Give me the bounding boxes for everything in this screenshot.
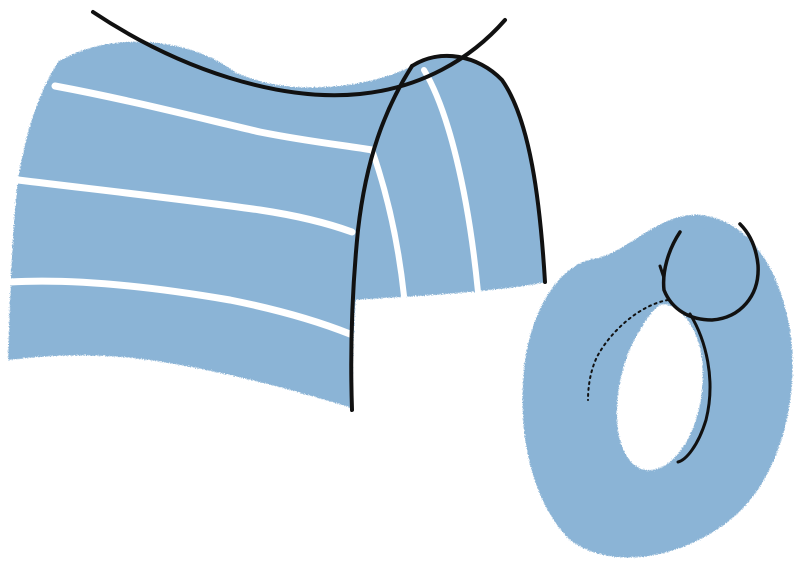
fabric-canopy: [8, 42, 545, 408]
torus-ring: [523, 215, 793, 558]
